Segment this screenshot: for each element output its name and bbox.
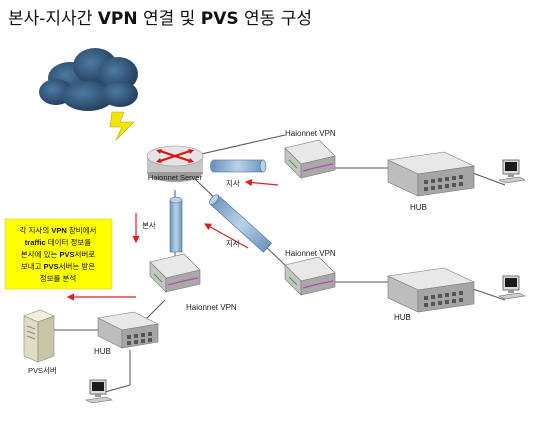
hub-device-2 (386, 267, 476, 313)
note-line-5: 정보를 분석 (40, 273, 77, 283)
lightning-bolt-icon (109, 111, 135, 141)
pvs-server-label: PVS서버 (28, 365, 57, 375)
diagram-title: 본사-지사간 VPN 연결 및 PVS 연동 구성 (8, 9, 312, 29)
arrow-label-bonsa: 본사 (142, 221, 156, 230)
note-line-4: 보내고 PVS서버는 받은 (21, 261, 95, 271)
info-note: 각 지사의 VPN 장비에서 traffic 데이터 정보를 본사에 있는 PV… (4, 218, 113, 290)
branch-vpn-device-2 (284, 256, 336, 296)
hq-hub-label: HUB (94, 347, 111, 356)
note-line-2: traffic 데이터 정보를 (25, 237, 92, 247)
router-icon (146, 145, 204, 182)
vpn-tunnel-diagonal (209, 194, 272, 253)
hq-vpn-label: Haionnet VPN (186, 303, 237, 312)
branch-vpn-label-2: Haionnet VPN (285, 249, 336, 258)
arrow-branch-2 (203, 223, 249, 249)
pvs-server-icon (23, 309, 55, 363)
hub-label-1: HUB (410, 203, 427, 212)
hub-label-2: HUB (394, 313, 411, 322)
hub-device-1 (386, 151, 476, 197)
arrow-label-jisa-1: 지사 (226, 179, 240, 188)
hq-vpn-device (149, 253, 201, 293)
branch-vpn-label-1: Haionnet VPN (285, 129, 336, 138)
workstation-icon-hq (85, 379, 113, 404)
note-line-3: 본사에 있는 PVS서버로 (21, 249, 95, 259)
server-label: Haionnet Server (148, 173, 203, 182)
note-line-1: 각 지사의 VPN 장비에서 (20, 225, 97, 235)
workstation-icon-2 (498, 275, 526, 300)
internet-cloud-icon (39, 48, 138, 111)
data-flow-arrows (66, 178, 279, 301)
arrow-label-jisa-2: 지사 (226, 239, 240, 248)
arrow-branch-1 (244, 178, 279, 187)
hq-hub-device (97, 311, 159, 349)
vpn-tunnel-horizontal (210, 159, 267, 173)
branch-vpn-device-1 (284, 139, 336, 179)
workstation-icon-1 (498, 159, 526, 184)
vpn-tunnel-vertical (169, 196, 183, 253)
